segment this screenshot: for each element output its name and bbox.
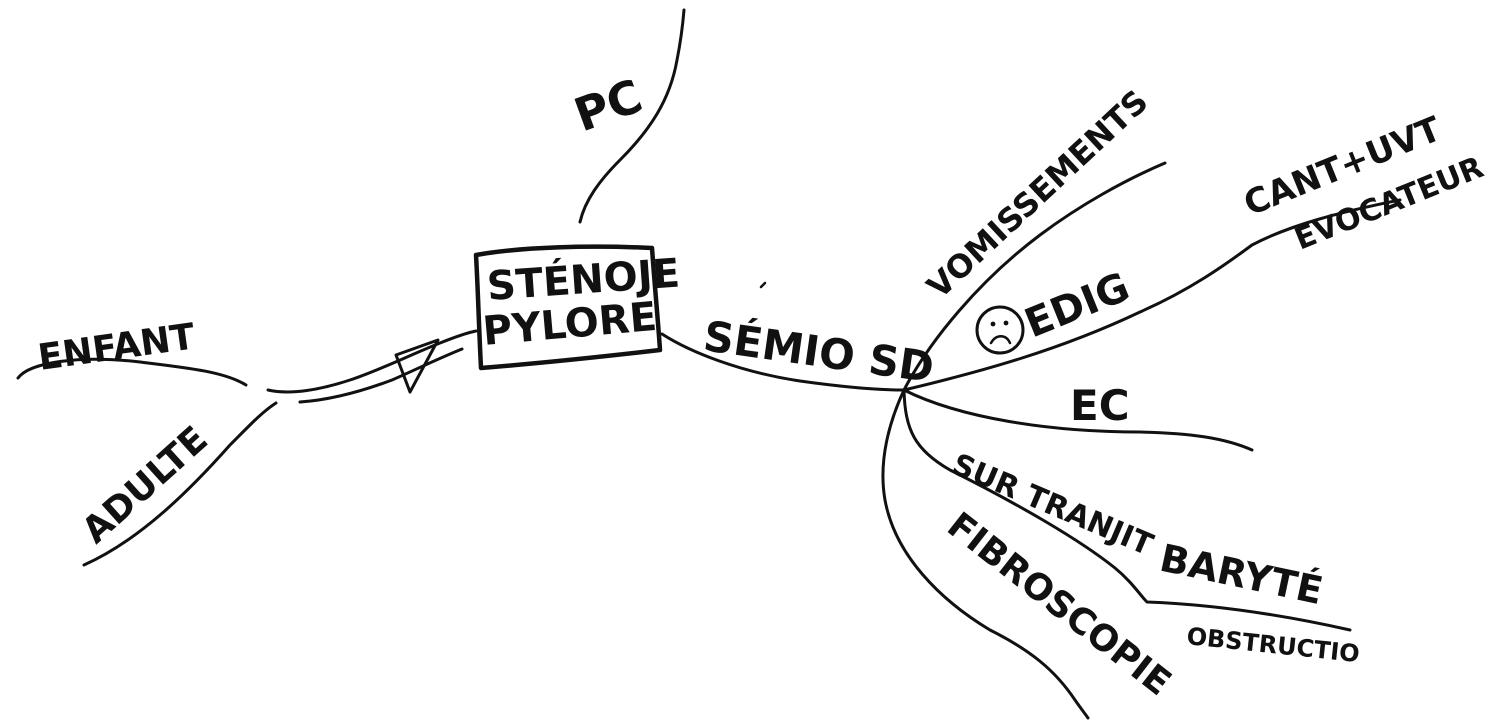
branch-line-adulte: [82, 401, 278, 567]
branch-label-ec: EC: [1070, 381, 1130, 430]
sad-face-icon: [975, 305, 1025, 355]
branch-line-enfant: [16, 357, 248, 387]
branch-label-semio: SÉMIO SD: [701, 310, 938, 392]
sad-face-eye-right: [1003, 320, 1009, 326]
branch-merge-line-2: [298, 347, 464, 404]
branch-label-enfant: ENFANT: [36, 316, 198, 379]
branch-line-edig: [902, 198, 1402, 392]
central-box: [473, 244, 663, 371]
branch-merge-line: [266, 329, 478, 394]
branch-line-pc: [578, 8, 686, 224]
arrow-icon: [394, 338, 440, 394]
branch-label-baryte: BARYTÉ: [1156, 536, 1326, 613]
branch-line-sur-transit: [902, 388, 1352, 632]
branch-label-adulte: ADULTE: [75, 419, 216, 552]
sad-face-mouth: [989, 335, 1012, 345]
stray-mark: [759, 281, 767, 289]
branch-line-vomissements: [902, 161, 1167, 392]
branch-label-pc: PC: [567, 69, 649, 143]
branch-line-semio: [660, 332, 906, 392]
branch-label-edig: EDIG: [1019, 264, 1137, 347]
branch-line-fibroscopie: [881, 388, 1090, 720]
branch-line-ec: [902, 388, 1254, 452]
sad-face-eye-left: [990, 321, 996, 327]
branch-label-obstruction: OBSTRUCTIO: [1185, 622, 1361, 668]
